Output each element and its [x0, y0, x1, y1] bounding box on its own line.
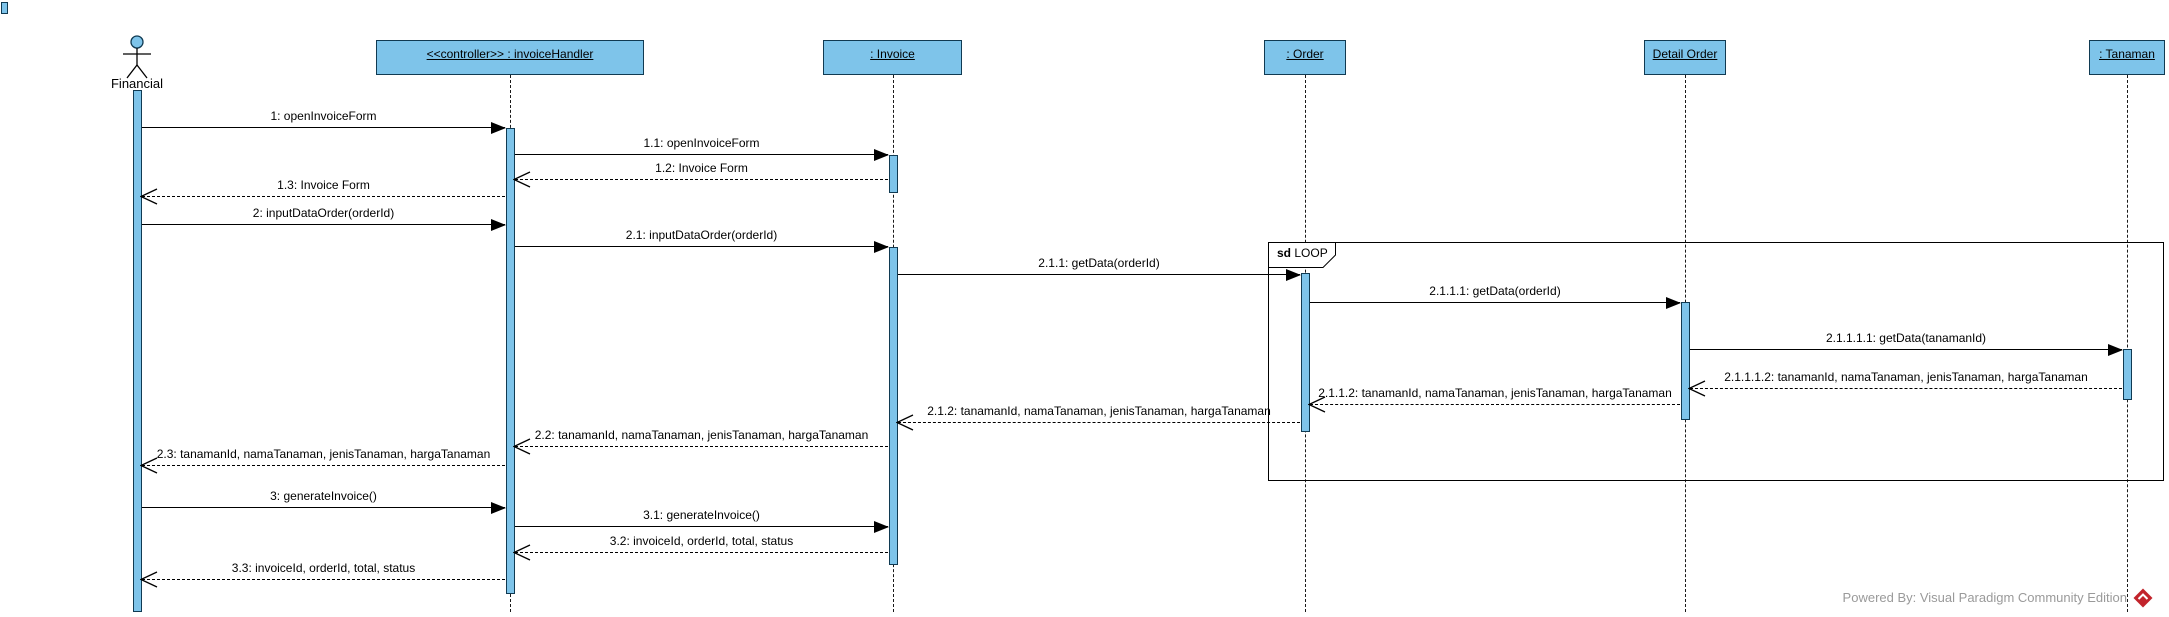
message-line — [1690, 388, 2122, 389]
message-label: 1.3: Invoice Form — [277, 178, 370, 192]
activation-bar-tanaman — [2122, 349, 2132, 400]
message-label: 2: inputDataOrder(orderId) — [252, 206, 395, 220]
lifeline-name: Detail Order — [1652, 47, 1718, 61]
message-line — [515, 526, 888, 527]
message-line — [515, 552, 888, 553]
activation-bar-invoicehandler — [505, 128, 515, 594]
message-line — [515, 246, 888, 247]
message-line — [1690, 349, 2122, 350]
fragment-operator: sd — [1277, 246, 1292, 260]
filled-arrowhead-icon — [2108, 344, 2123, 356]
message-label: 2.1.1.1.2: tanamanId, namaTanaman, jenis… — [1724, 370, 2088, 384]
open-arrowhead-icon — [1688, 380, 1706, 397]
lifeline-head-invoicehandler: <<controller>> : invoiceHandler — [376, 40, 644, 75]
lifeline-head-invoice: : Invoice — [823, 40, 962, 75]
lifeline-name: : Tanaman — [2099, 47, 2155, 61]
activation-bar-detail-order — [1680, 302, 1690, 420]
message-label: 3.2: invoiceId, orderId, total, status — [609, 534, 794, 548]
message-line — [898, 274, 1300, 275]
message-line — [142, 465, 505, 466]
filled-arrowhead-icon — [491, 219, 506, 231]
message-line — [142, 579, 505, 580]
lifeline-head-detail-order: Detail Order — [1644, 40, 1726, 75]
message-line — [142, 224, 505, 225]
activation-bar-invoice-1 — [888, 155, 898, 193]
watermark-text: Powered By: Visual Paradigm Community Ed… — [1842, 590, 2127, 605]
filled-arrowhead-icon — [874, 241, 889, 253]
message-label: 2.1.1: getData(orderId) — [1038, 256, 1160, 270]
filled-arrowhead-icon — [491, 122, 506, 134]
lifeline-head-order: : Order — [1264, 40, 1346, 75]
message-label: 2.1.1.2: tanamanId, namaTanaman, jenisTa… — [1318, 386, 1672, 400]
loop-fragment-tab — [1268, 242, 1336, 268]
message-label: 3.3: invoiceId, orderId, total, status — [231, 561, 416, 575]
message-line — [142, 196, 505, 197]
message-line — [515, 446, 888, 447]
activation-bar-order — [1300, 273, 1310, 432]
filled-arrowhead-icon — [874, 521, 889, 533]
lifeline-name: : Invoice — [870, 47, 915, 61]
open-arrowhead-icon — [140, 188, 158, 205]
loop-fragment — [1268, 242, 2164, 481]
message-label: 2.1.1.1.1: getData(tanamanId) — [1825, 331, 1987, 345]
actor-figure-icon — [123, 35, 151, 79]
open-arrowhead-icon — [513, 438, 531, 455]
loop-fragment-label: sd LOOP — [1277, 246, 1328, 260]
message-label: 3.1: generateInvoice() — [643, 508, 760, 522]
open-arrowhead-icon — [1308, 396, 1326, 413]
message-line — [515, 179, 888, 180]
message-label: 1.2: Invoice Form — [655, 161, 748, 175]
corner-shape — [1, 2, 8, 14]
lifeline-name: <<controller>> : invoiceHandler — [426, 47, 594, 61]
message-label: 2.1: inputDataOrder(orderId) — [625, 228, 778, 242]
open-arrowhead-icon — [140, 457, 158, 474]
message-label: 2.1.1.1: getData(orderId) — [1429, 284, 1561, 298]
open-arrowhead-icon — [140, 571, 158, 588]
filled-arrowhead-icon — [874, 149, 889, 161]
open-arrowhead-icon — [513, 171, 531, 188]
message-line — [515, 154, 888, 155]
filled-arrowhead-icon — [1286, 269, 1301, 281]
message-label: 1: openInvoiceForm — [270, 109, 377, 123]
filled-arrowhead-icon — [491, 502, 506, 514]
message-line — [142, 507, 505, 508]
lifeline-head-tanaman: : Tanaman — [2089, 40, 2165, 75]
message-line — [142, 127, 505, 128]
message-label: 2.2: tanamanId, namaTanaman, jenisTanama… — [534, 428, 869, 442]
message-label: 2.3: tanamanId, namaTanaman, jenisTanama… — [156, 447, 491, 461]
filled-arrowhead-icon — [1666, 297, 1681, 309]
open-arrowhead-icon — [896, 414, 914, 431]
lifeline-tanaman — [2127, 75, 2128, 612]
activation-bar-financial — [132, 90, 142, 612]
activation-bar-invoice-2 — [888, 247, 898, 565]
message-line — [1310, 404, 1680, 405]
lifeline-name: : Order — [1286, 47, 1324, 61]
message-label: 2.1.2: tanamanId, namaTanaman, jenisTana… — [927, 404, 1271, 418]
open-arrowhead-icon — [513, 544, 531, 561]
visual-paradigm-logo-icon — [2133, 588, 2153, 608]
fragment-name: LOOP — [1294, 246, 1328, 260]
message-label: 1.1: openInvoiceForm — [643, 136, 760, 150]
message-line — [898, 422, 1300, 423]
message-label: 3: generateInvoice() — [270, 489, 377, 503]
actor-name: Financial — [110, 76, 164, 91]
message-line — [1310, 302, 1680, 303]
